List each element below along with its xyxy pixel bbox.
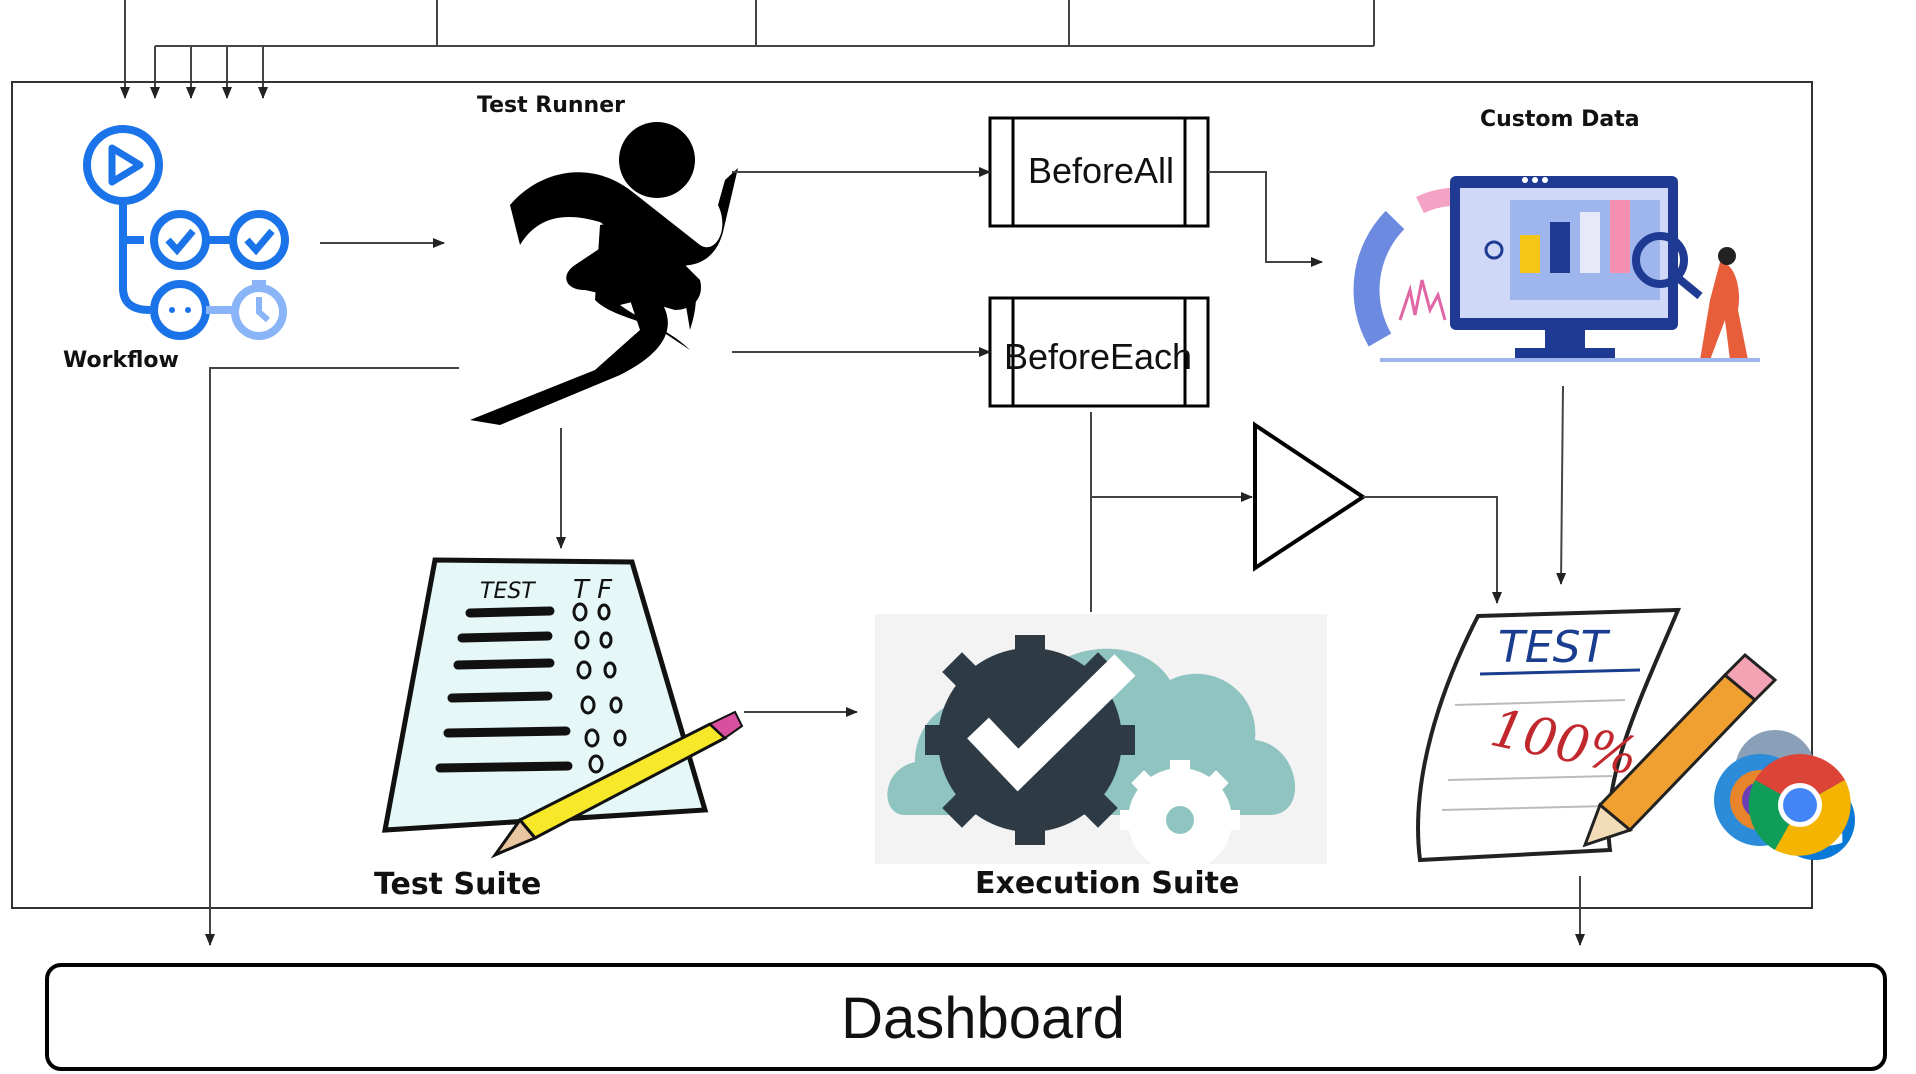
before-each-label: BeforeEach [1004,336,1192,377]
before-each-process: BeforeEach [988,296,1210,408]
flow-connectors [205,167,1585,946]
gear-checkmark-cloud-icon [875,614,1327,872]
runner-icon [470,122,738,425]
custom-data-label: Custom Data [1480,107,1640,132]
test-runner-label: Test Runner [477,93,625,118]
test-suite-label: Test Suite [374,867,542,902]
svg-text:TEST: TEST [480,579,536,604]
svg-text:T F: T F [573,575,613,605]
dashboard-box: Dashboard [45,963,1887,1071]
top-input-connectors [120,0,1375,99]
execution-suite-label: Execution Suite [975,866,1240,901]
test-100-report-icon: TEST 100% [1416,607,1778,863]
workflow-label: Workflow [63,348,179,373]
browser-logos-icon: e [1714,730,1855,862]
svg-text:TEST: TEST [1498,622,1611,673]
before-all-process: BeforeAll [988,116,1210,228]
pipeline-container [11,81,1813,909]
dashboard-label: Dashboard [841,986,1125,1051]
before-all-label: BeforeAll [1028,150,1174,191]
test-sheet-icon: TEST T F [381,557,744,859]
workflow-icon [83,125,289,340]
triangle-gate-icon [1253,421,1367,572]
analytics-illustration [1353,176,1760,362]
